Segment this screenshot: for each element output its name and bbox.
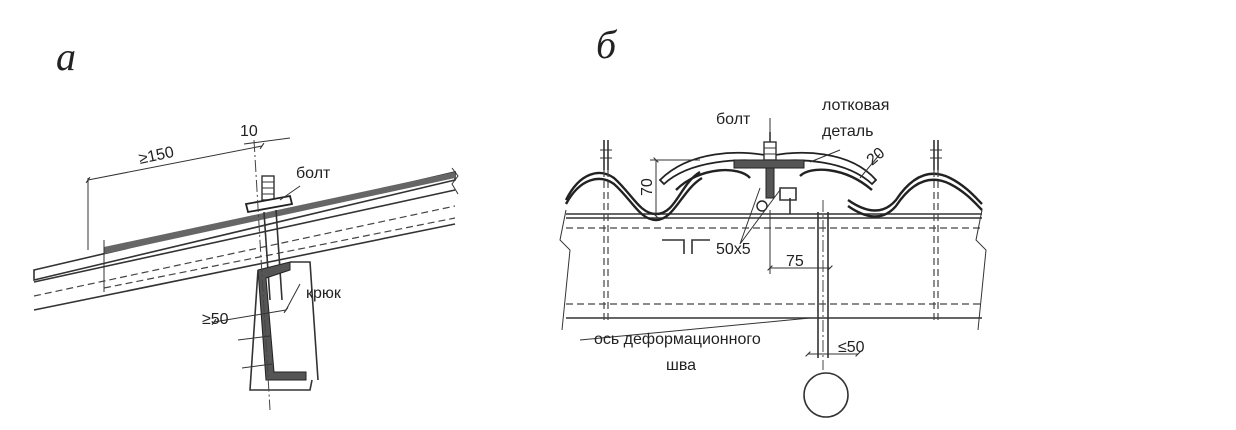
- panel-b-angle-label: 50х5: [716, 241, 751, 258]
- panel-b-joint: [803, 200, 849, 418]
- panel-a-dim-50: ≥50: [202, 311, 229, 328]
- panel-a-hook: [237, 261, 319, 391]
- panel-b-angle-assembly: [733, 132, 805, 214]
- panel-a-sheet: [104, 172, 455, 254]
- panel-a-bolt-label: болт: [296, 165, 331, 182]
- panel-b-bolt-label: болт: [716, 111, 751, 128]
- panel-b-tray-label-1: лотковая: [822, 97, 889, 114]
- panel-b-end-studs: [600, 140, 942, 320]
- panel-a-dimensions: [85, 137, 301, 411]
- panel-b-axis-label-1: ось деформационного: [594, 331, 761, 348]
- panel-b-beam: [559, 209, 987, 331]
- panel-b-corrugated: [564, 151, 983, 222]
- panel-b-drain-circle: [803, 372, 849, 418]
- panel-a-roof: [33, 167, 459, 311]
- panel-a-hook-label: крюк: [306, 285, 342, 302]
- panel-b: б: [559, 22, 987, 418]
- panel-b-dim-70: 70: [639, 178, 656, 196]
- panel-b-letter: б: [596, 22, 618, 67]
- panel-a-bolt: [244, 175, 294, 301]
- panel-b-dim-50: ≤50: [838, 339, 865, 356]
- panel-a-dim-10: 10: [240, 123, 258, 140]
- panel-b-dimensions: [579, 118, 881, 357]
- panel-b-tray-label-2: деталь: [822, 123, 873, 140]
- panel-b-tray: [658, 151, 878, 186]
- panel-a: а: [33, 34, 459, 411]
- panel-b-axis-label-2: шва: [666, 357, 696, 374]
- panel-b-dim-20: 20: [864, 145, 889, 170]
- panel-a-letter: а: [56, 34, 76, 79]
- panel-b-dim-75: 75: [786, 253, 804, 270]
- panel-b-angle-symbol: [662, 239, 710, 254]
